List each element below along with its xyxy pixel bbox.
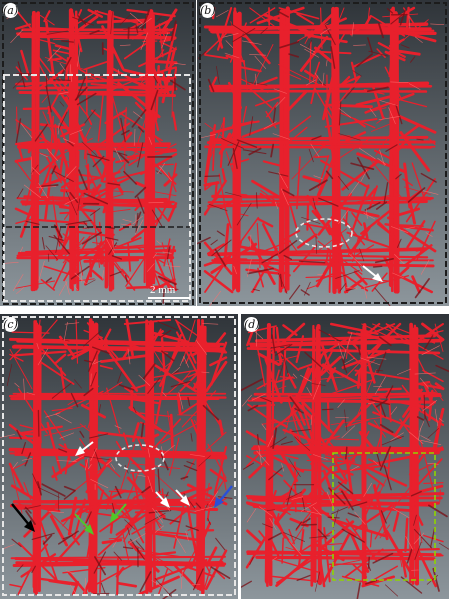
scaffold-c [0,318,233,599]
arrow-white-c-2 [155,491,170,508]
arrow-green-c-1 [74,513,94,535]
dashed-box-white-c [2,316,236,596]
arrow-white-c-1 [75,441,94,456]
pore-highlight-ellipse-b [295,218,353,248]
arrow-blue-c [214,485,233,508]
scale-bar-label: 2 mm [150,284,176,296]
scaffold-b [197,6,445,306]
panel-a-image [0,0,196,306]
panel-a: (a) 2 mm [0,0,196,306]
panel-label-b: (b) [200,3,216,18]
dashed-box-dark-b [199,2,447,304]
dashed-box-dark-a [2,2,194,305]
panel-b-image [197,0,449,306]
panel-b: (b) [197,0,449,306]
scaffold-d [241,322,449,599]
dashed-box-green-d [332,452,436,581]
dashed-box-white-a [3,74,191,302]
arrow-white-b [362,265,383,282]
panel-label-d: (d) [244,317,260,332]
panel-d: (d) [241,314,449,599]
panel-label-c: (c) [3,317,18,332]
arrow-green-c-2 [110,503,127,523]
panel-c-image [0,314,238,599]
arrow-white-c-3 [175,489,190,506]
scaffold-a [4,8,186,304]
panel-label-a: (a) [3,3,19,18]
panel-c: (c) [0,314,238,599]
arrow-black-c [11,503,35,532]
pore-highlight-ellipse-c [115,444,165,472]
panel-d-image [241,314,449,599]
